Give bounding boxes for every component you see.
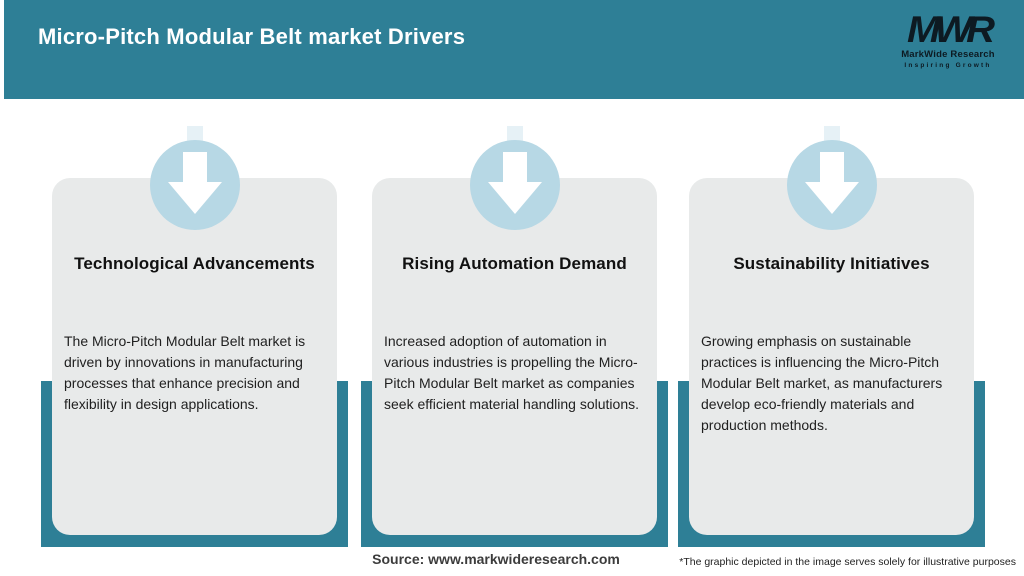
down-arrow-icon — [469, 140, 560, 230]
driver-card-technological-advancements: Technological Advancements The Micro-Pit… — [41, 126, 348, 547]
down-arrow-icon — [786, 140, 877, 230]
card-description: Growing emphasis on sustainable practice… — [701, 333, 943, 433]
source-text: Source: www.markwideresearch.com — [372, 551, 620, 567]
card-title: Sustainability Initiatives — [733, 254, 930, 273]
page-title: Micro-Pitch Modular Belt market Drivers — [38, 24, 466, 49]
card-panel — [689, 178, 974, 535]
logo-tagline: Inspiring Growth — [904, 62, 992, 69]
header-bar: Micro-Pitch Modular Belt market Drivers … — [4, 0, 1024, 99]
card-panel — [372, 178, 657, 535]
driver-card-sustainability-initiatives: Sustainability Initiatives Growing empha… — [678, 126, 985, 547]
driver-card-rising-automation-demand: Rising Automation Demand Increased adopt… — [361, 126, 668, 547]
logo-mwr-icon: MWR — [907, 9, 995, 51]
markwide-logo: MWR MarkWide Research Inspiring Growth — [888, 12, 1008, 69]
disclaimer-text: *The graphic depicted in the image serve… — [679, 556, 1016, 568]
card-title: Rising Automation Demand — [402, 254, 627, 273]
logo-company-name: MarkWide Research — [901, 49, 995, 60]
card-panel — [52, 178, 337, 535]
down-arrow-icon — [149, 140, 240, 230]
card-description: The Micro-Pitch Modular Belt market is d… — [64, 333, 306, 412]
card-title: Technological Advancements — [74, 254, 315, 273]
card-description: Increased adoption of automation in vari… — [384, 333, 640, 412]
